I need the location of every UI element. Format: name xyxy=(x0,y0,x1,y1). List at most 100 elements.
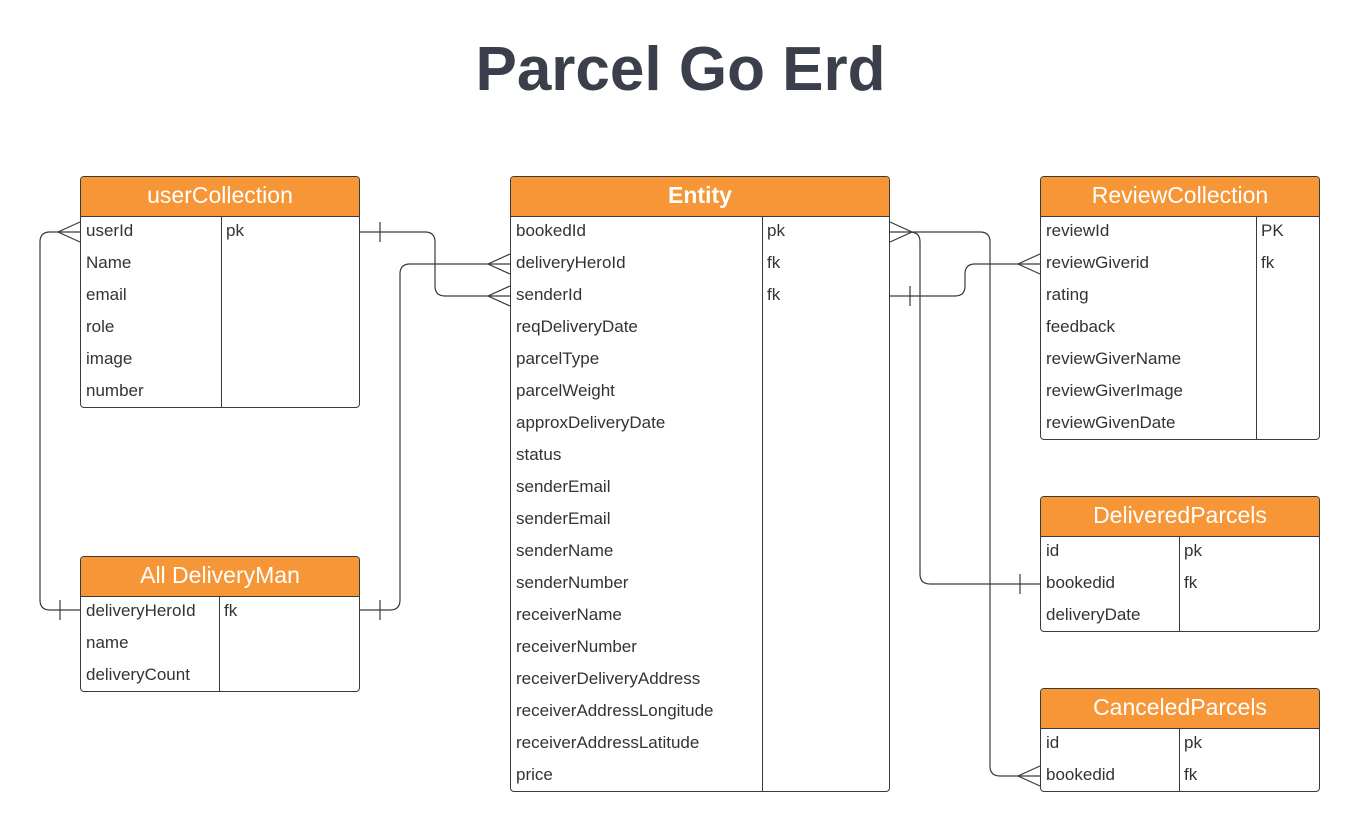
field-name: rating xyxy=(1046,285,1089,304)
table-header: DeliveredParcels xyxy=(1041,497,1319,537)
table-row: reviewGivenDate xyxy=(1041,409,1319,439)
field-name: reviewGiverid xyxy=(1046,253,1149,272)
table-row: senderEmail xyxy=(511,473,889,505)
rel-entity-delivered xyxy=(909,231,1040,585)
table-row: senderName xyxy=(511,537,889,569)
field-name: name xyxy=(86,633,129,652)
table-row: reviewGiverImage xyxy=(1041,377,1319,409)
crowfoot-canceled xyxy=(1016,765,1041,787)
field-name: email xyxy=(86,285,127,304)
field-name: senderId xyxy=(516,285,583,304)
table-row: price xyxy=(511,761,889,791)
table-row: deliveryCount xyxy=(81,661,359,691)
field-name: receiverAddressLatitude xyxy=(516,733,700,752)
table-row: receiverNumber xyxy=(511,633,889,665)
field-name: bookedid xyxy=(1046,765,1116,784)
table-rows: deliveryHeroId fk name deliveryCount xyxy=(81,597,359,691)
field-name: receiverAddressLongitude xyxy=(516,701,714,720)
diagram-title: Parcel Go Erd xyxy=(475,35,886,104)
field-key: pk xyxy=(767,221,785,240)
field-name: reviewGivenDate xyxy=(1046,413,1176,432)
rel-entity-canceled xyxy=(890,231,1040,777)
field-key: fk xyxy=(1184,765,1198,784)
column-divider xyxy=(762,217,763,791)
rel-entity-review xyxy=(890,263,1040,297)
field-name: reviewGiverName xyxy=(1046,349,1182,368)
field-key: fk xyxy=(767,285,781,304)
table-row: number xyxy=(81,377,359,407)
field-name: receiverName xyxy=(516,605,622,624)
field-key: fk xyxy=(224,601,238,620)
field-key: fk xyxy=(1184,573,1198,592)
table-review-collection: ReviewCollection reviewId PK reviewGiverid… xyxy=(1040,176,1320,440)
field-key: PK xyxy=(1261,221,1284,240)
field-name: role xyxy=(86,317,115,336)
crowfoot-review xyxy=(1016,253,1041,275)
table-row: parcelWeight xyxy=(511,377,889,409)
table-row: senderEmail xyxy=(511,505,889,537)
table-row: bookedid fk xyxy=(1041,761,1319,791)
field-name: feedback xyxy=(1046,317,1115,336)
table-row: reviewId PK xyxy=(1041,217,1319,249)
field-key: pk xyxy=(1184,733,1202,752)
crowfoot-user-many xyxy=(56,221,81,243)
field-name: approxDeliveryDate xyxy=(516,413,666,432)
field-name: reviewGiverImage xyxy=(1046,381,1183,400)
table-row: rating xyxy=(1041,281,1319,313)
table-header: CanceledParcels xyxy=(1041,689,1319,729)
field-name: receiverNumber xyxy=(516,637,637,656)
field-name: senderNumber xyxy=(516,573,629,592)
table-row: image xyxy=(81,345,359,377)
table-header: ReviewCollection xyxy=(1041,177,1319,217)
field-name: price xyxy=(516,765,553,784)
table-row: approxDeliveryDate xyxy=(511,409,889,441)
column-divider xyxy=(1179,729,1180,791)
table-row: feedback xyxy=(1041,313,1319,345)
table-canceled-parcels: CanceledParcels id pk bookedid fk xyxy=(1040,688,1320,792)
field-name: deliveryHeroId xyxy=(516,253,626,272)
table-row: reviewGiverName xyxy=(1041,345,1319,377)
field-key: fk xyxy=(767,253,781,272)
table-header: All DeliveryMan xyxy=(81,557,359,597)
table-row: deliveryHeroId fk xyxy=(81,597,359,629)
table-row: parcelType xyxy=(511,345,889,377)
field-name: deliveryCount xyxy=(86,665,190,684)
table-row: userId pk xyxy=(81,217,359,249)
field-name: reqDeliveryDate xyxy=(516,317,638,336)
table-row: deliveryHeroId fk xyxy=(511,249,889,281)
field-name: Name xyxy=(86,253,132,272)
table-row: receiverAddressLatitude xyxy=(511,729,889,761)
table-row: email xyxy=(81,281,359,313)
table-row: Name xyxy=(81,249,359,281)
field-name: receiverDeliveryAddress xyxy=(516,669,701,688)
table-row: senderId fk xyxy=(511,281,889,313)
field-name: id xyxy=(1046,733,1060,752)
table-row: name xyxy=(81,629,359,661)
field-name: parcelType xyxy=(516,349,600,368)
field-key: pk xyxy=(226,221,244,240)
table-row: deliveryDate xyxy=(1041,601,1319,631)
field-name: status xyxy=(516,445,562,464)
field-name: number xyxy=(86,381,144,400)
field-name: bookedId xyxy=(516,221,586,240)
column-divider xyxy=(1179,537,1180,631)
field-name: reviewId xyxy=(1046,221,1110,240)
table-row: role xyxy=(81,313,359,345)
field-name: userId xyxy=(86,221,134,240)
table-header: userCollection xyxy=(81,177,359,217)
table-row: bookedId pk xyxy=(511,217,889,249)
field-name: deliveryHeroId xyxy=(86,601,196,620)
table-row: receiverName xyxy=(511,601,889,633)
table-row: senderNumber xyxy=(511,569,889,601)
field-key: pk xyxy=(1184,541,1202,560)
